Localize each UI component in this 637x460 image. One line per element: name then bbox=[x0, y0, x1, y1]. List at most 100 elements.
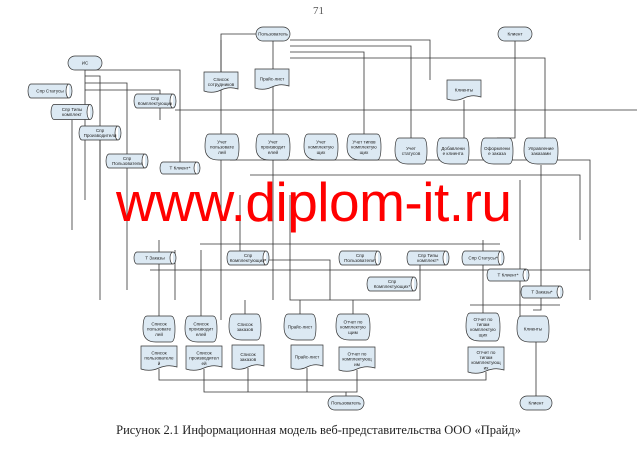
node-label: Список bbox=[193, 321, 209, 326]
table-node: Т Клиент* bbox=[159, 161, 201, 175]
terminator-node: Клиент bbox=[497, 26, 533, 42]
node-label: Учет типов bbox=[352, 139, 376, 144]
terminator-shape bbox=[497, 26, 533, 42]
document-node: Прайс-лист bbox=[254, 68, 290, 90]
connector-line bbox=[290, 39, 431, 80]
process-shape bbox=[523, 137, 559, 165]
node-label: Т Клиент* bbox=[170, 166, 191, 171]
terminator-shape bbox=[255, 26, 291, 42]
node-label: елей bbox=[196, 331, 207, 337]
document-shape bbox=[467, 346, 505, 374]
node-label: пользователе bbox=[144, 356, 174, 361]
node-label: Учет bbox=[217, 139, 228, 144]
process-shape bbox=[394, 137, 428, 165]
process-shape bbox=[283, 313, 317, 341]
node-label: е заказа bbox=[488, 151, 506, 156]
node-label: Т Заказы bbox=[145, 256, 164, 261]
connector-line bbox=[533, 165, 542, 311]
connector-line bbox=[158, 369, 487, 381]
table-shape bbox=[105, 153, 149, 169]
node-label: Список bbox=[196, 350, 212, 355]
table-node: Т Клиент* bbox=[486, 268, 530, 282]
node-label: Прайс-лист bbox=[295, 354, 320, 360]
node-label: е клиента bbox=[443, 151, 464, 156]
node-label: комплектующ bbox=[342, 357, 371, 362]
node-label: Комплектующих* bbox=[230, 258, 267, 263]
node-label: щих bbox=[360, 150, 369, 155]
document-shape bbox=[338, 346, 376, 372]
node-label: Т Заказы* bbox=[531, 290, 552, 295]
terminator-node: Пользователь bbox=[255, 26, 291, 42]
connector-line bbox=[85, 89, 161, 120]
node-label: елей bbox=[268, 149, 279, 155]
node-label: сотрудников bbox=[208, 82, 235, 87]
document-node: Прайс-лист bbox=[290, 344, 324, 370]
table-shape bbox=[50, 104, 94, 120]
node-label: Учет bbox=[268, 139, 279, 144]
process-shape bbox=[346, 133, 382, 161]
node-label: щих bbox=[317, 150, 326, 155]
process-shape bbox=[335, 313, 371, 341]
document-shape bbox=[203, 71, 239, 93]
node-label: Комплектующих* bbox=[374, 284, 411, 289]
process-shape bbox=[480, 137, 514, 165]
node-label: Производители bbox=[84, 133, 117, 138]
connector-line bbox=[346, 370, 358, 393]
process-shape bbox=[516, 315, 550, 343]
process-shape bbox=[184, 315, 218, 343]
table-shape bbox=[338, 250, 382, 266]
node-label: лей bbox=[155, 331, 163, 337]
document-shape bbox=[140, 345, 178, 371]
node-label: комплект* bbox=[417, 258, 439, 263]
node-label: Отчет по bbox=[474, 317, 493, 322]
node-label: Спр bbox=[123, 156, 132, 161]
document-shape bbox=[231, 344, 265, 370]
node-label: Пользователь bbox=[331, 401, 361, 406]
connector-line bbox=[290, 51, 365, 134]
node-label: Спр bbox=[356, 253, 365, 258]
table-shape bbox=[461, 250, 505, 266]
page-number: 71 bbox=[313, 5, 324, 17]
connector-line bbox=[85, 82, 128, 290]
process-shape bbox=[228, 313, 262, 341]
table-shape bbox=[366, 276, 418, 292]
terminator-node: ИС bbox=[67, 55, 103, 71]
node-label: ей bbox=[201, 360, 207, 366]
node-label: Т Клиент* bbox=[498, 273, 519, 278]
connector-line bbox=[85, 69, 181, 162]
terminator-node: Клиент bbox=[519, 395, 553, 411]
node-label: комплектую bbox=[470, 327, 496, 332]
node-label: им bbox=[354, 362, 360, 367]
node-label: Клиент bbox=[528, 401, 544, 406]
node-label: пользовате bbox=[210, 145, 235, 150]
table-shape bbox=[520, 285, 564, 299]
connector-line bbox=[290, 57, 546, 138]
node-label: Спр bbox=[151, 96, 160, 101]
terminator-shape bbox=[327, 395, 365, 411]
figure-caption: Рисунок 2.1 Информационная модель веб-пр… bbox=[116, 423, 521, 437]
table-shape bbox=[78, 125, 122, 141]
node-label: Учет bbox=[316, 139, 327, 144]
node-label: комплектую bbox=[351, 145, 377, 150]
node-label: статусов bbox=[402, 151, 421, 156]
node-label: Список bbox=[237, 322, 253, 327]
node-label: Оформлени bbox=[484, 146, 510, 151]
node-label: Спр Статусы bbox=[36, 89, 63, 94]
terminator-node: Пользователь bbox=[327, 395, 365, 411]
process-shape bbox=[142, 315, 176, 343]
